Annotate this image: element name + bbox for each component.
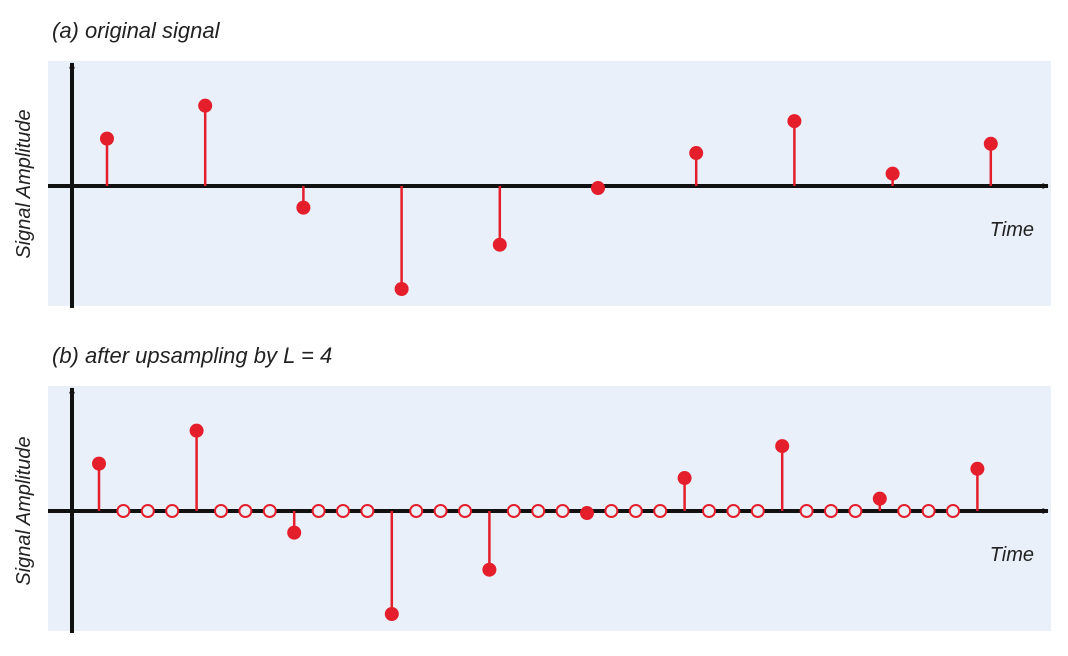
inserted-zero-marker: [531, 504, 546, 518]
inserted-zero-marker: [555, 504, 570, 518]
stem-marker: [92, 456, 106, 471]
stem-marker: [677, 471, 692, 486]
inserted-zero-marker: [702, 504, 716, 518]
stem-marker: [384, 607, 399, 621]
inserted-zero-marker: [506, 504, 521, 518]
inserted-zero-marker: [946, 504, 960, 518]
stem-marker: [100, 131, 114, 146]
inserted-zero-marker: [750, 504, 765, 518]
stem-marker: [287, 525, 302, 540]
stem-marker: [872, 491, 887, 506]
x-axis-label: Time: [990, 219, 1034, 241]
inserted-zero-marker: [165, 504, 180, 518]
stem-marker: [689, 146, 704, 161]
stem-marker: [394, 282, 409, 296]
stem-marker: [970, 461, 985, 476]
inserted-zero-marker: [214, 504, 228, 518]
inserted-zero-marker: [604, 504, 619, 518]
stem-marker: [775, 439, 790, 454]
stem-marker: [591, 181, 605, 196]
stem-marker: [296, 200, 311, 215]
inserted-zero-marker: [824, 504, 838, 518]
stem-marker: [787, 114, 802, 129]
inserted-zero-marker: [238, 504, 253, 518]
inserted-zero-marker: [433, 504, 448, 518]
inserted-zero-marker: [628, 504, 643, 518]
stem-marker: [189, 423, 204, 438]
panel-a-title: (a) original signal: [52, 18, 220, 43]
stem-marker: [198, 98, 213, 113]
inserted-zero-marker: [848, 504, 863, 518]
stem-marker: [885, 166, 900, 181]
inserted-zero-marker: [140, 504, 155, 518]
inserted-zero-marker: [458, 504, 472, 518]
inserted-zero-marker: [897, 504, 912, 518]
y-axis-label: Signal Amplitude: [13, 109, 35, 258]
stem-marker: [983, 136, 998, 151]
stem-marker: [580, 506, 594, 521]
inserted-zero-marker: [921, 504, 936, 518]
inserted-zero-marker: [262, 504, 277, 518]
plot-background: [48, 61, 1051, 306]
inserted-zero-marker: [653, 504, 668, 518]
inserted-zero-marker: [360, 504, 375, 518]
x-axis-label: Time: [990, 544, 1034, 566]
inserted-zero-marker: [116, 504, 131, 518]
inserted-zero-marker: [726, 504, 741, 518]
inserted-zero-marker: [336, 504, 350, 518]
y-axis-label: Signal Amplitude: [13, 436, 35, 585]
stem-marker: [482, 562, 497, 577]
inserted-zero-marker: [409, 504, 424, 518]
panel-b-title: (b) after upsampling by L = 4: [52, 343, 333, 368]
inserted-zero-marker: [311, 504, 326, 518]
stem-marker: [492, 237, 507, 252]
inserted-zero-marker: [799, 504, 814, 518]
